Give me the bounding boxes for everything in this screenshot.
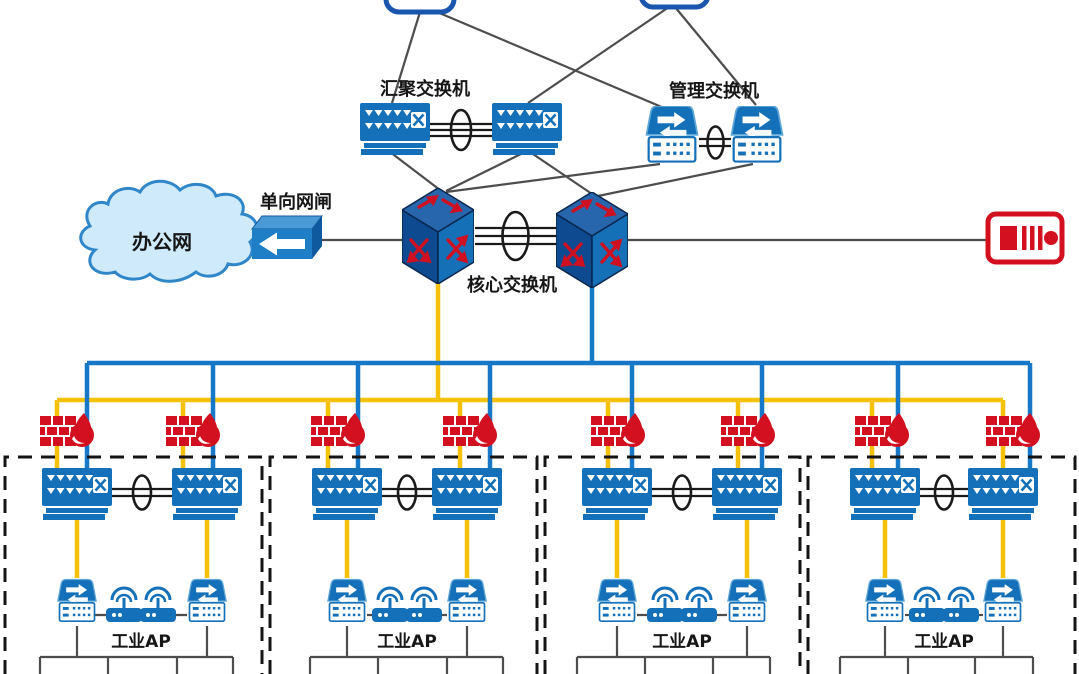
wireless-ap-icon xyxy=(681,586,717,624)
office-network-cloud: 办公网 xyxy=(79,179,259,283)
access-switch-icon xyxy=(865,578,905,623)
workgroup-switch-icon xyxy=(42,468,112,520)
core-switch-right-icon xyxy=(556,192,628,288)
wireless-ap-icon xyxy=(909,586,945,624)
core-switch-label: 核心交换机 xyxy=(467,274,557,296)
wireless-ap-icon xyxy=(406,586,442,624)
link-aggregation-ellipse xyxy=(131,474,153,511)
workgroup-switch-icon xyxy=(312,468,382,520)
link-aggregation-ellipse xyxy=(671,474,693,511)
link-aggregation-lines xyxy=(112,122,968,498)
access-switch-icon xyxy=(187,578,227,623)
access-switch-icon xyxy=(327,578,367,623)
industrial-zone-2: 工业AP xyxy=(312,468,502,652)
workgroup-switch-icon xyxy=(712,468,782,520)
access-switch-icon xyxy=(447,578,487,623)
industrial-zone-4: 工业AP xyxy=(850,468,1038,652)
access-switch-icon xyxy=(57,578,97,623)
security-appliance-icon xyxy=(985,211,1065,265)
one-way-gateway-icon xyxy=(250,215,324,259)
firewall-row xyxy=(40,412,1040,448)
top-node-right xyxy=(639,0,710,10)
industrial-zone-3: 工业AP xyxy=(582,468,782,652)
firewall-icon xyxy=(40,412,94,448)
management-switch-left-icon xyxy=(645,106,699,163)
aggregation-switch-label: 汇聚交换机 xyxy=(380,78,470,100)
zone-dashed-borders xyxy=(3,455,1077,674)
management-switch-right-icon xyxy=(730,106,784,163)
wireless-ap-icon xyxy=(647,586,683,624)
industrial-ap-label: 工业AP xyxy=(914,632,974,652)
core-switch-left-icon xyxy=(402,188,474,284)
wireless-ap-icon xyxy=(943,586,979,624)
industrial-zone-1: 工业AP xyxy=(42,468,242,652)
link-aggregation-ellipse xyxy=(706,125,725,160)
workgroup-switch-icon xyxy=(432,468,502,520)
management-switch-label: 管理交换机 xyxy=(669,80,759,102)
workgroup-switch-icon xyxy=(172,468,242,520)
industrial-ap-label: 工业AP xyxy=(377,632,437,652)
aggregation-switch-left-icon xyxy=(360,103,430,155)
firewall-icon xyxy=(986,412,1040,448)
firewall-icon xyxy=(443,412,497,448)
industrial-ap-label: 工业AP xyxy=(111,632,171,652)
firewall-icon xyxy=(721,412,775,448)
gray-connection-lines xyxy=(38,6,1035,674)
access-switch-icon xyxy=(727,578,767,623)
office-network-label: 办公网 xyxy=(132,230,192,254)
wireless-ap-icon xyxy=(372,586,408,624)
access-switch-icon xyxy=(597,578,637,623)
firewall-icon xyxy=(166,412,220,448)
wireless-ap-icon xyxy=(140,586,176,624)
workgroup-switch-icon xyxy=(850,468,920,520)
link-aggregation-ellipse xyxy=(501,210,530,262)
workgroup-switch-icon xyxy=(968,468,1038,520)
firewall-icon xyxy=(311,412,365,448)
firewall-icon xyxy=(855,412,909,448)
one-way-gateway-label: 单向网闸 xyxy=(260,191,332,213)
link-aggregation-ellipse xyxy=(396,474,418,511)
workgroup-switch-icon xyxy=(582,468,652,520)
wireless-ap-icon xyxy=(106,586,142,624)
firewall-icon xyxy=(591,412,645,448)
top-node-left xyxy=(383,0,457,15)
aggregation-switch-right-icon xyxy=(492,103,562,155)
link-aggregation-ellipse xyxy=(449,108,473,152)
industrial-ap-label: 工业AP xyxy=(652,632,712,652)
access-switch-icon xyxy=(983,578,1023,623)
link-aggregation-ellipse xyxy=(933,474,955,511)
